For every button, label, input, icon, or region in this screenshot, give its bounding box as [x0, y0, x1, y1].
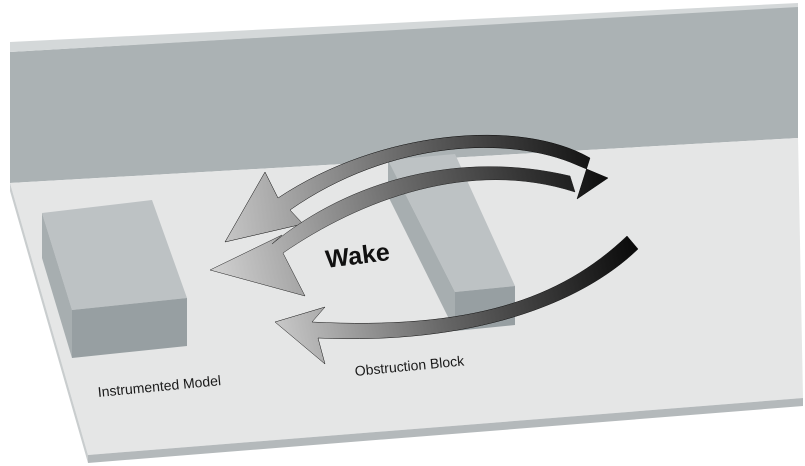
floor-plate	[10, 138, 803, 463]
wake-arrow-middle	[209, 166, 576, 297]
wake-arrow-lower	[274, 235, 639, 365]
wake-arrow-top	[224, 134, 609, 243]
back-wall	[10, 3, 798, 183]
instrumented-model	[42, 200, 187, 358]
wake-arrows	[209, 134, 639, 365]
